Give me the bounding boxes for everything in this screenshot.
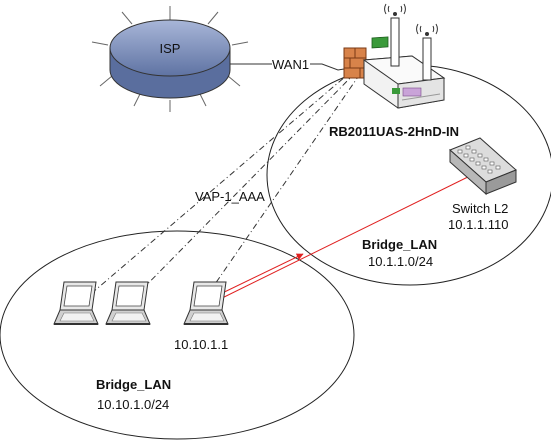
bridge-right-net: 10.1.1.0/24 (368, 254, 433, 269)
bridge-left-net: 10.10.1.0/24 (97, 397, 169, 412)
switch-name-label: Switch L2 (452, 201, 508, 216)
switch-ip-label: 10.1.1.110 (448, 217, 508, 232)
laptop-icon (183, 281, 229, 325)
switch-icon (449, 137, 517, 196)
bridge-left-name: Bridge_LAN (96, 377, 171, 392)
wireless-links (71, 69, 361, 313)
wan-label: WAN1 (272, 57, 309, 72)
antenna-icon (384, 3, 406, 67)
vap-label: VAP-1_AAA (195, 189, 265, 204)
isp-label: ISP (160, 41, 181, 56)
antenna-icon (416, 23, 438, 81)
lan-link (209, 169, 483, 305)
laptop-icon (53, 281, 99, 325)
firewall-icon (343, 47, 367, 79)
router-label: RB2011UAS-2HnD-IN (329, 124, 459, 139)
bridge-right-name: Bridge_LAN (362, 237, 437, 252)
left-network-zone (0, 230, 355, 440)
laptop-icon (105, 281, 151, 325)
router-icon (343, 3, 446, 109)
isp-cloud-icon (91, 6, 249, 112)
laptop-ip-label: 10.10.1.1 (174, 337, 228, 352)
